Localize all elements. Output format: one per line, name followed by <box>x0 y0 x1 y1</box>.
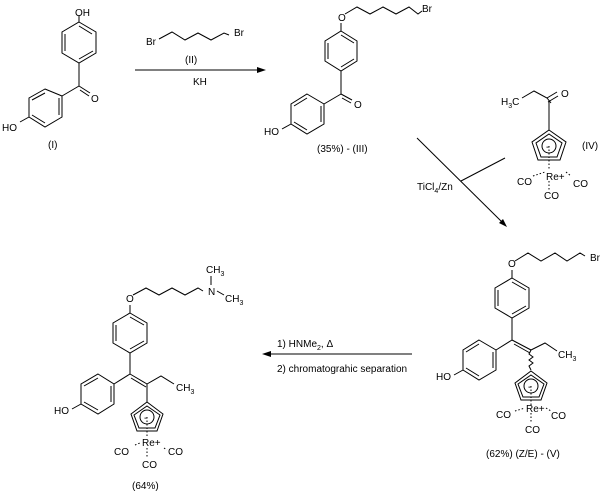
arrow-head <box>499 219 507 227</box>
charge-minus: - <box>528 382 531 393</box>
ligand-co: CO <box>517 177 532 188</box>
atom-oh: OH <box>75 8 90 19</box>
ligand-co: CO <box>544 191 559 202</box>
reagent-ticl4-zn: TiCl4/Zn <box>417 182 453 195</box>
atom-h3c: H3C <box>501 97 519 110</box>
ethyl-chain <box>146 375 175 385</box>
charge-minus: - <box>546 142 549 153</box>
atom-ho: HO <box>54 406 69 417</box>
atom-o: O <box>338 13 346 24</box>
atom-ho: HO <box>2 123 17 134</box>
atom-ho: HO <box>436 372 451 383</box>
atom-br: Br <box>590 253 601 264</box>
butyl-chain <box>514 252 586 262</box>
compound-label: (35%) - (III) <box>317 144 368 155</box>
ligand-co: CO <box>496 410 511 421</box>
ethyl-chain <box>521 90 552 104</box>
arrow-head <box>257 67 266 73</box>
reagent-branch <box>460 157 506 182</box>
atom-re: Re+ <box>546 172 565 183</box>
charge-minus: - <box>144 413 147 424</box>
reaction-arrow-1: Br Br (II) KH <box>135 28 266 88</box>
atom-re: Re+ <box>142 438 161 449</box>
ligand-co: CO <box>168 447 183 458</box>
atom-ch3: CH3 <box>176 383 194 396</box>
atom-o: O <box>126 294 134 305</box>
ligand-co: CO <box>142 460 157 471</box>
benzene-ring <box>290 93 325 135</box>
ethyl-chain <box>530 342 558 352</box>
compound-label: (I) <box>48 140 57 151</box>
atom-ch3: CH3 <box>225 294 243 307</box>
ligand-co: CO <box>525 425 540 436</box>
atom-o: O <box>561 89 569 100</box>
compound-iv: H3C O - Re+ CO CO CO (IV) <box>501 89 598 202</box>
reaction-arrow-2: TiCl4/Zn <box>416 137 507 227</box>
reagent-separation: 2) chromatograhic separation <box>277 364 407 375</box>
compound-label: (IV) <box>582 141 598 152</box>
compound-iii: O Br O HO (35%) - (III) <box>264 4 433 155</box>
benzene-ring <box>61 21 97 64</box>
benzene-ring <box>324 30 358 72</box>
benzene-ring <box>28 88 63 128</box>
atom-ch3: CH3 <box>558 350 576 363</box>
atom-ho: HO <box>264 127 279 138</box>
reagent-kh: KH <box>193 77 207 88</box>
arrow-line <box>416 137 504 224</box>
atom-ch3: CH3 <box>206 265 224 278</box>
butyl-chain <box>344 6 423 15</box>
compound-label: (64%) <box>132 481 159 492</box>
atom-br: Br <box>146 37 157 48</box>
benzene-ring <box>462 339 497 381</box>
compound-i: OH O HO (I) <box>2 8 99 151</box>
compound-label: (62%) (Z/E) - (V) <box>486 449 560 460</box>
atom-re: Re+ <box>526 404 545 415</box>
butyl-chain <box>132 287 204 296</box>
compound-label: (II) <box>185 55 197 66</box>
wavy-bond <box>528 349 534 371</box>
atom-br: Br <box>422 4 433 15</box>
atom-n: N <box>208 287 215 298</box>
reagent-hnme2: 1) HNMe2, Δ <box>277 339 333 352</box>
reaction-arrow-3: 1) HNMe2, Δ 2) chromatograhic separation <box>262 339 412 375</box>
atom-o: O <box>508 259 516 270</box>
compound-v: O Br CH3 HO - Re+ CO CO CO <box>436 252 601 460</box>
atom-br: Br <box>234 28 245 39</box>
butyl-chain <box>158 31 230 41</box>
benzene-ring <box>112 312 148 354</box>
ligand-co: CO <box>551 411 566 422</box>
arrow-head <box>262 351 271 357</box>
ligand-co: CO <box>573 179 588 190</box>
ligand-co: CO <box>114 447 129 458</box>
atom-o: O <box>91 94 99 105</box>
benzene-ring <box>494 277 530 319</box>
atom-o: O <box>354 100 362 111</box>
compound-vi: O N CH3 CH3 CH3 HO - Re+ <box>54 265 243 492</box>
benzene-ring <box>80 373 115 415</box>
